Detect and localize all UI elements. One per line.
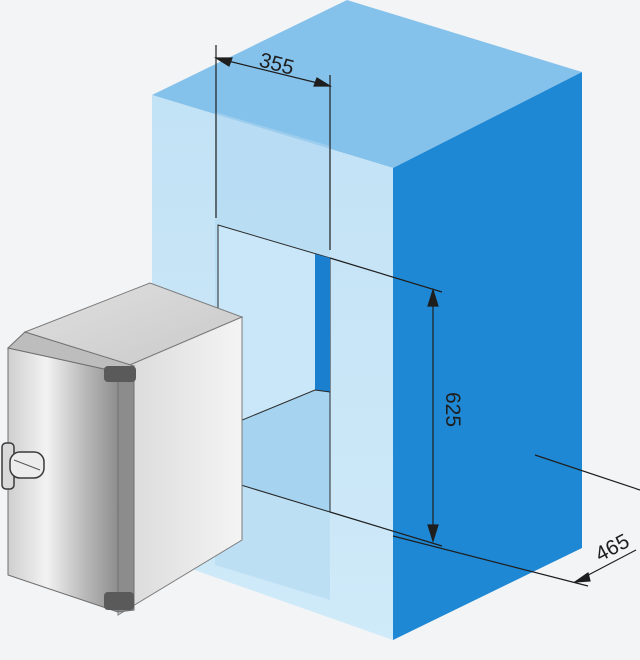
dimension-lines: [213, 45, 640, 587]
door-handle-icon: [1, 442, 45, 490]
cabinet-side-face: [393, 72, 582, 640]
fridge-hinge-bottom: [104, 592, 134, 610]
recess-inner-side: [315, 254, 330, 392]
fridge-door-edge: [117, 371, 135, 613]
height-dimension-label: 625: [441, 392, 464, 427]
fridge-icon: [1, 282, 244, 616]
fridge-top-edge: [6, 331, 136, 373]
fridge-hinge-top: [104, 366, 136, 382]
depth-dimension-label: 465: [592, 530, 634, 567]
recess-opening: [217, 224, 331, 513]
fridge-door: [7, 347, 119, 613]
